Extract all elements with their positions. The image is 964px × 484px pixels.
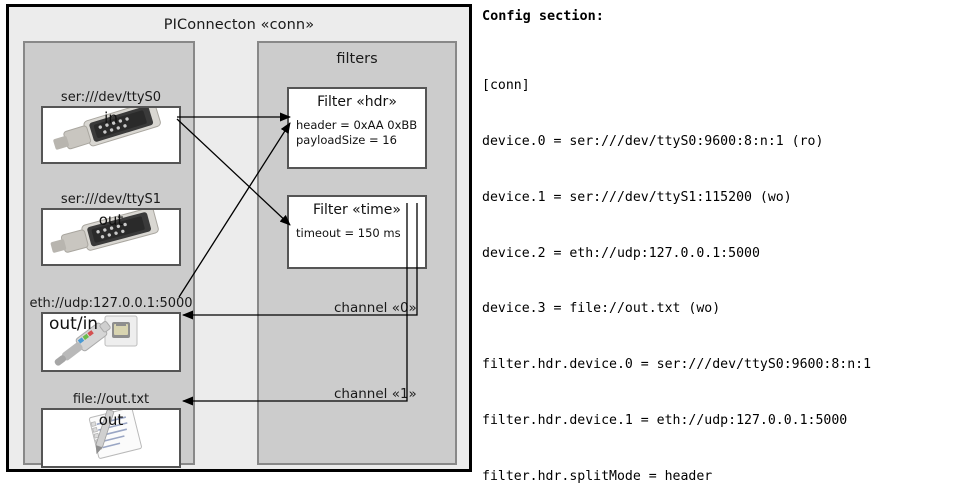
device-eth-label: eth://udp:127.0.0.1:5000 [29,296,193,311]
device-file-box[interactable]: out [41,408,181,468]
diagram-title: PIConnecton «conn» [163,17,315,33]
device-ttys1-box[interactable]: out [41,208,181,266]
device-eth-direction: out/in [49,314,99,334]
channel-1-label: channel «1» [334,386,417,402]
config-line: filter.hdr.splitMode = header [482,468,713,484]
config-line: [conn] [482,78,530,94]
filter-hdr[interactable]: Filter «hdr» header = 0xAA 0xBB payloadS… [287,87,427,169]
device-ttys0[interactable]: ser:///dev/ttyS0 in [41,89,181,164]
filter-hdr-prop-header: header = 0xAA 0xBB [296,118,418,132]
filter-time-title: Filter «time» [313,202,401,218]
config-line: device.1 = ser:///dev/ttyS1:115200 (wo) [482,189,792,205]
config-line: filter.hdr.device.0 = ser:///dev/ttyS0:9… [482,357,872,373]
device-ttys0-label: ser:///dev/ttyS0 [60,90,162,105]
filter-hdr-title: Filter «hdr» [317,94,397,110]
filters-panel-title: filters [336,51,378,67]
config-lines: [conn] device.0 = ser:///dev/ttyS0:9600:… [482,40,879,484]
serial-port-icon [43,108,179,162]
device-ttys1[interactable]: ser:///dev/ttyS1 out [41,191,181,266]
config-line: device.3 = file://out.txt (wo) [482,301,721,317]
device-ttys0-direction: in [104,109,118,127]
device-eth[interactable]: eth://udp:127.0.0.1:5000 out/in [29,295,193,372]
filter-time-prop-timeout: timeout = 150 ms [296,226,401,240]
device-file-direction: out [98,411,124,429]
config-heading: Config section: [482,8,604,24]
ethernet-icon [43,314,179,370]
device-ttys1-direction: out [98,211,124,229]
filter-time-props: timeout = 150 ms [296,226,425,241]
filter-hdr-props: header = 0xAA 0xBB payloadSize = 16 [296,118,425,148]
config-line: filter.hdr.device.1 = eth://udp:127.0.0.… [482,412,848,428]
channel-0-label: channel «0» [334,300,417,316]
config-line: device.2 = eth://udp:127.0.0.1:5000 [482,245,760,261]
device-eth-box[interactable]: out/in [41,312,181,372]
text-file-icon [43,410,179,466]
device-file[interactable]: file://out.txt out [41,391,181,468]
config-panel: Config section: [conn] device.0 = ser://… [482,0,960,484]
device-ttys0-box[interactable]: in [41,106,181,164]
diagram-frame: PIConnecton «conn» ser:///dev/ttyS0 in [6,4,472,472]
device-file-label: file://out.txt [72,392,150,407]
filter-hdr-prop-payloadsize: payloadSize = 16 [296,133,397,147]
device-ttys1-label: ser:///dev/ttyS1 [60,192,162,207]
serial-port-icon [43,210,179,264]
devices-panel: ser:///dev/ttyS0 in [23,41,195,468]
filter-time[interactable]: Filter «time» timeout = 150 ms [287,195,427,269]
config-line: device.0 = ser:///dev/ttyS0:9600:8:n:1 (… [482,133,824,149]
